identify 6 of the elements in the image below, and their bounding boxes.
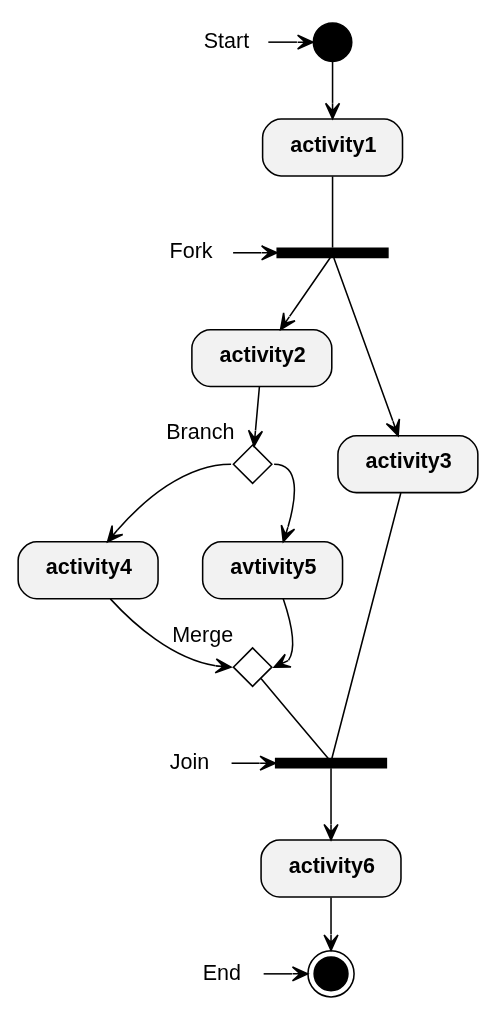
node-label: Branch [165, 420, 234, 445]
node-text: Start [203, 28, 249, 53]
node-text: Join [169, 749, 209, 774]
node-text: End [202, 960, 241, 985]
node-label: Merge [171, 623, 233, 648]
node-text: Fork [169, 239, 213, 264]
